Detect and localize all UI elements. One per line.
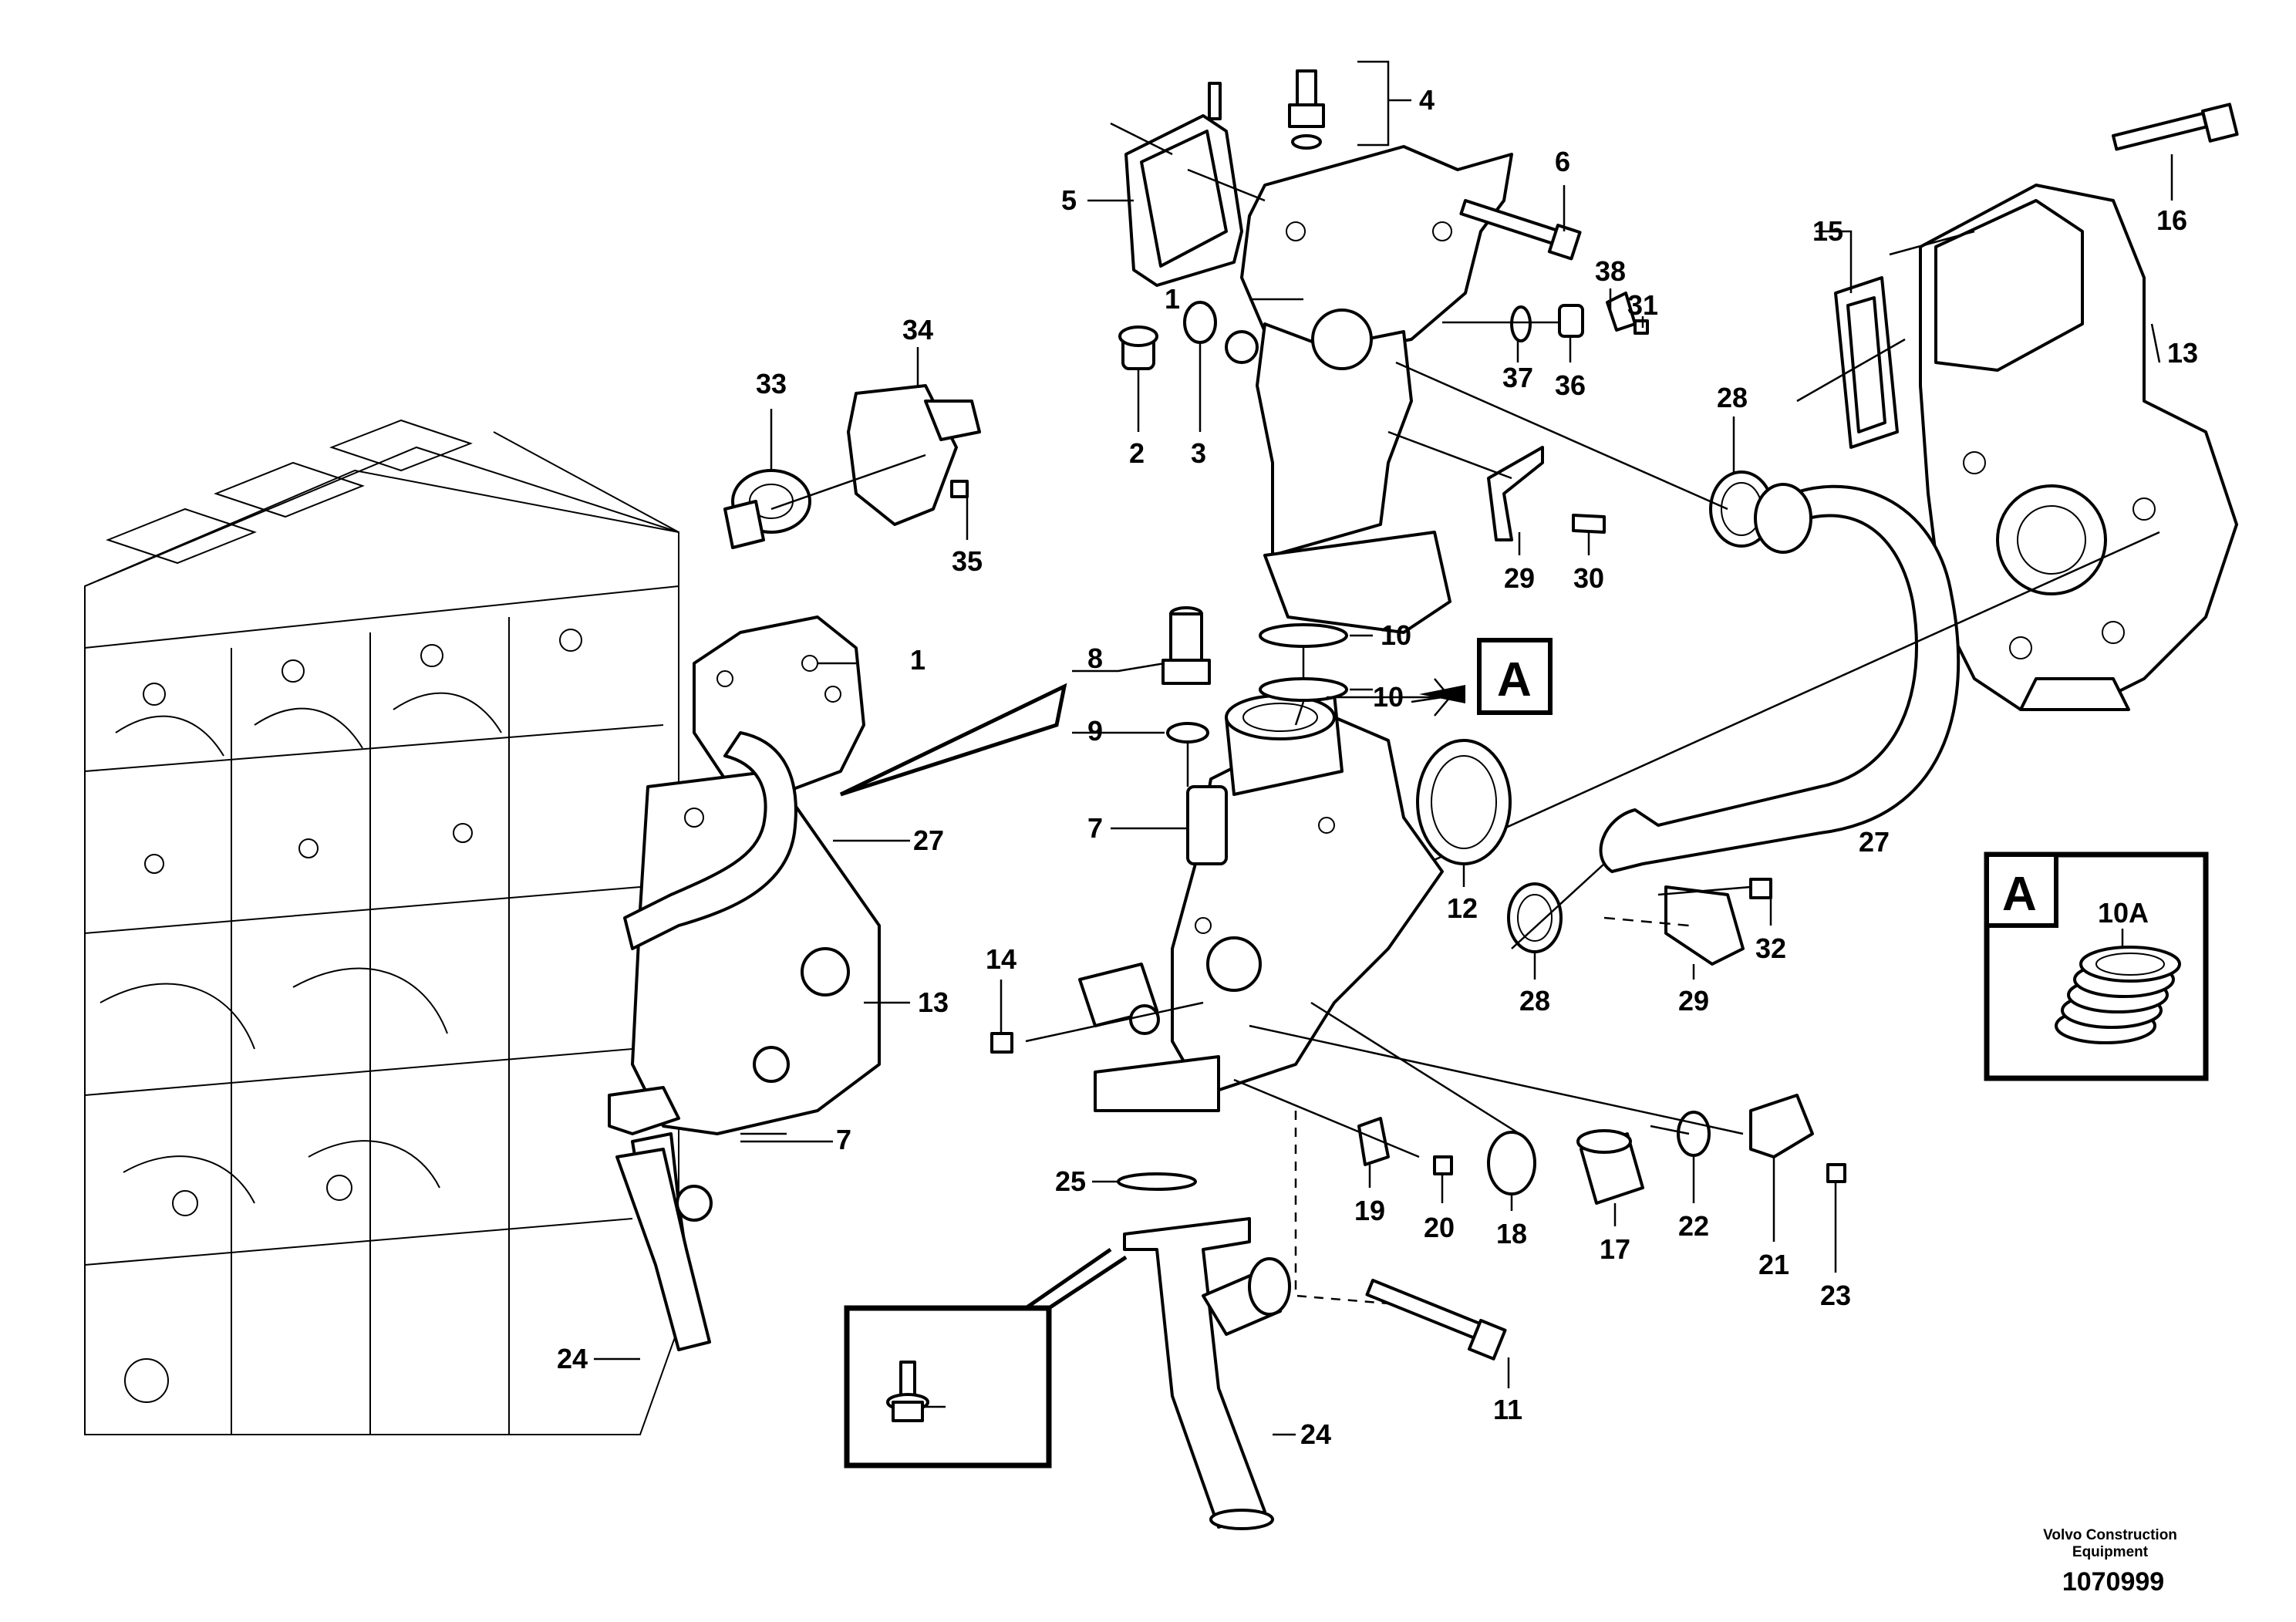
ref-arrow <box>1419 685 1465 703</box>
detail-box-a: A 10A <box>1984 851 2209 1081</box>
label-29-bottom: 29 <box>1678 985 1709 1017</box>
label-34: 34 <box>902 314 933 346</box>
label-22: 22 <box>1678 1210 1709 1242</box>
label-7-left: 7 <box>836 1124 851 1155</box>
label-10-a: 10 <box>1381 619 1411 651</box>
label-28-bottom: 28 <box>1519 985 1550 1017</box>
gasket-5 <box>1124 114 1243 287</box>
fitting-33 <box>723 469 811 549</box>
pipe-27-right <box>1599 484 1961 873</box>
pipe-24-left <box>615 1148 711 1351</box>
connector-8 <box>1161 606 1211 685</box>
o-ring-22 <box>1677 1111 1711 1157</box>
label-4: 4 <box>1419 84 1435 116</box>
label-2: 2 <box>1129 437 1145 469</box>
washer-9 <box>1166 722 1209 744</box>
plug-2 <box>1118 325 1158 370</box>
label-27-right: 27 <box>1859 826 1890 858</box>
publisher-line-2: Equipment <box>2072 1544 2149 1560</box>
label-35: 35 <box>952 545 983 577</box>
pipe-24-center <box>1123 1217 1266 1529</box>
label-10-b: 10 <box>1373 681 1404 713</box>
publisher-line-1: Volvo Construction <box>2043 1527 2177 1543</box>
label-38: 38 <box>1595 255 1626 287</box>
gasket-25 <box>1117 1172 1197 1191</box>
label-28-top: 28 <box>1717 382 1748 413</box>
screw-26 <box>886 1361 929 1422</box>
label-12: 12 <box>1447 892 1478 924</box>
thermostat-housing <box>1225 145 1513 634</box>
label-37: 37 <box>1502 362 1533 393</box>
label-24-left: 24 <box>557 1343 588 1374</box>
engine-block <box>84 419 679 1435</box>
bolt-23 <box>1826 1163 1846 1183</box>
label-13-left: 13 <box>918 986 949 1018</box>
label-31: 31 <box>1627 289 1658 321</box>
label-32: 32 <box>1755 932 1786 964</box>
label-21: 21 <box>1758 1249 1789 1280</box>
label-11: 11 <box>1493 1394 1522 1425</box>
label-18: 18 <box>1496 1218 1527 1249</box>
label-9: 9 <box>1087 715 1103 747</box>
clip-29-top <box>1487 446 1544 541</box>
detail-box-26 <box>844 1247 1128 1469</box>
bolt-16 <box>2112 103 2239 151</box>
seal-37 <box>1510 305 1532 342</box>
ref-a-box <box>1477 638 1553 715</box>
callout-labels: 1 1 2 3 4 5 6 7 7 8 9 10 10 11 12 13 13 … <box>557 84 2198 1450</box>
ref-a-letter: A <box>1497 653 1532 706</box>
view-pointer <box>839 683 1067 797</box>
label-23: 23 <box>1820 1280 1851 1311</box>
label-24-mid: 24 <box>1300 1418 1331 1450</box>
bracket-19 <box>1357 1117 1390 1166</box>
label-30: 30 <box>1573 562 1604 594</box>
label-8: 8 <box>1087 642 1103 674</box>
flange-21 <box>1749 1094 1814 1158</box>
label-20: 20 <box>1424 1212 1455 1243</box>
bolt-6 <box>1459 198 1582 261</box>
label-13-right: 13 <box>2167 337 2198 369</box>
label-6: 6 <box>1555 146 1570 177</box>
label-36: 36 <box>1555 369 1586 401</box>
label-3: 3 <box>1191 437 1206 469</box>
seal-3 <box>1183 301 1217 344</box>
pump-housing-13 <box>1919 184 2238 711</box>
document-number: 1070999 <box>2062 1567 2164 1597</box>
cap-17 <box>1576 1129 1644 1205</box>
gasket-5-tab <box>1208 82 1222 120</box>
label-25: 25 <box>1055 1165 1086 1197</box>
bolt-20 <box>1433 1155 1453 1175</box>
bolt-30 <box>1572 514 1606 534</box>
housing-34 <box>847 384 981 526</box>
bolt-35 <box>950 480 969 498</box>
label-7-mid: 7 <box>1087 812 1103 844</box>
bolt-14 <box>990 1032 1013 1054</box>
label-33: 33 <box>756 368 787 400</box>
label-29-top: 29 <box>1504 562 1535 594</box>
sensor-4 <box>1288 69 1325 150</box>
detail-box-letter: A <box>2002 868 2037 921</box>
label-15: 15 <box>1812 215 1843 247</box>
bolt-32 <box>1749 878 1772 899</box>
bolt-11 <box>1365 1278 1507 1361</box>
publisher-footer: Volvo Construction Equipment 1070999 <box>2043 1527 2177 1597</box>
label-19: 19 <box>1354 1195 1385 1226</box>
leader-lines <box>594 60 2173 1436</box>
water-pump-7 <box>1078 693 1444 1112</box>
o-ring-10-upper <box>1259 623 1348 648</box>
label-27-left: 27 <box>913 824 944 856</box>
label-14: 14 <box>986 943 1017 975</box>
label-16: 16 <box>2156 204 2187 236</box>
label-1-top: 1 <box>1165 283 1180 315</box>
o-ring-18 <box>1487 1131 1536 1195</box>
label-5: 5 <box>1061 184 1077 216</box>
plug-36 <box>1558 304 1584 338</box>
bellows-10A <box>2055 946 2181 1044</box>
label-17: 17 <box>1600 1233 1630 1265</box>
label-1-left: 1 <box>910 644 925 676</box>
label-10A: 10A <box>2098 897 2149 929</box>
clip-29-bottom <box>1664 885 1745 966</box>
bolt-31 <box>1633 319 1649 335</box>
